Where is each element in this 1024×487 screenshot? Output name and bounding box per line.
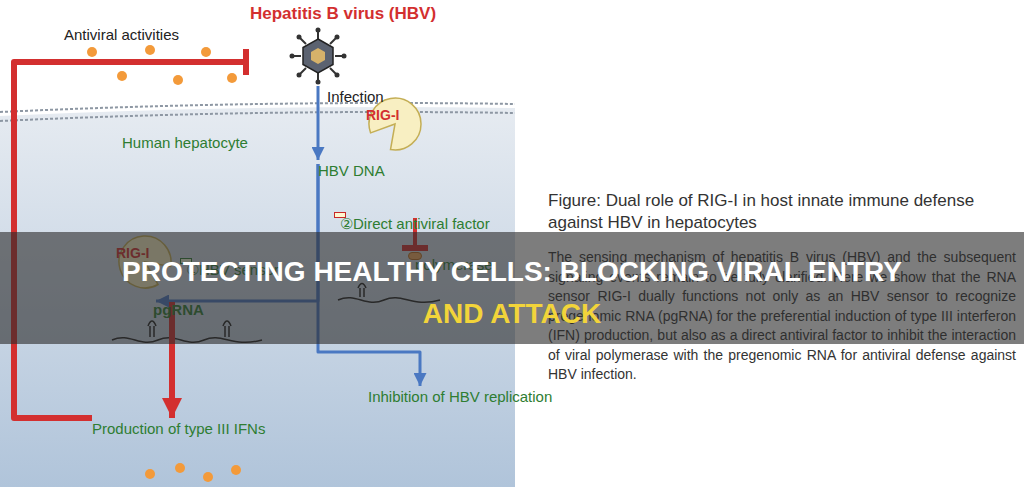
node-text: Hepatitis B virus (HBV) [250,4,436,24]
virus-node: Hepatitis B virus (HBV) [250,4,436,86]
edge-label: Infection [327,88,384,105]
cell-membrane [0,112,515,121]
pacman-outline [369,98,421,150]
edge-label: Antiviral activities [64,26,179,43]
figure-caption: Figure: Dual role of RIG-I in host innat… [548,190,1016,234]
dna-label: HBV DNA [315,160,321,164]
node-text: ②Direct antiviral factor [340,215,490,233]
poster-title: PROTECTING HEALTHY CELLS: BLOCKING VIRAL… [119,251,906,335]
flow-arrow [317,86,320,160]
node-text: HBV DNA [318,162,385,179]
title-band: PROTECTING HEALTHY CELLS: BLOCKING VIRAL… [0,232,1024,344]
node-text: Production of type III IFNs [92,418,265,440]
virus-icon [290,28,347,85]
role-box: ②Direct antiviral factor [334,212,346,218]
node-text: Inhibition of HBV replication [368,386,552,407]
node-text: Human hepatocyte [122,134,248,151]
cell-membrane [0,103,515,112]
